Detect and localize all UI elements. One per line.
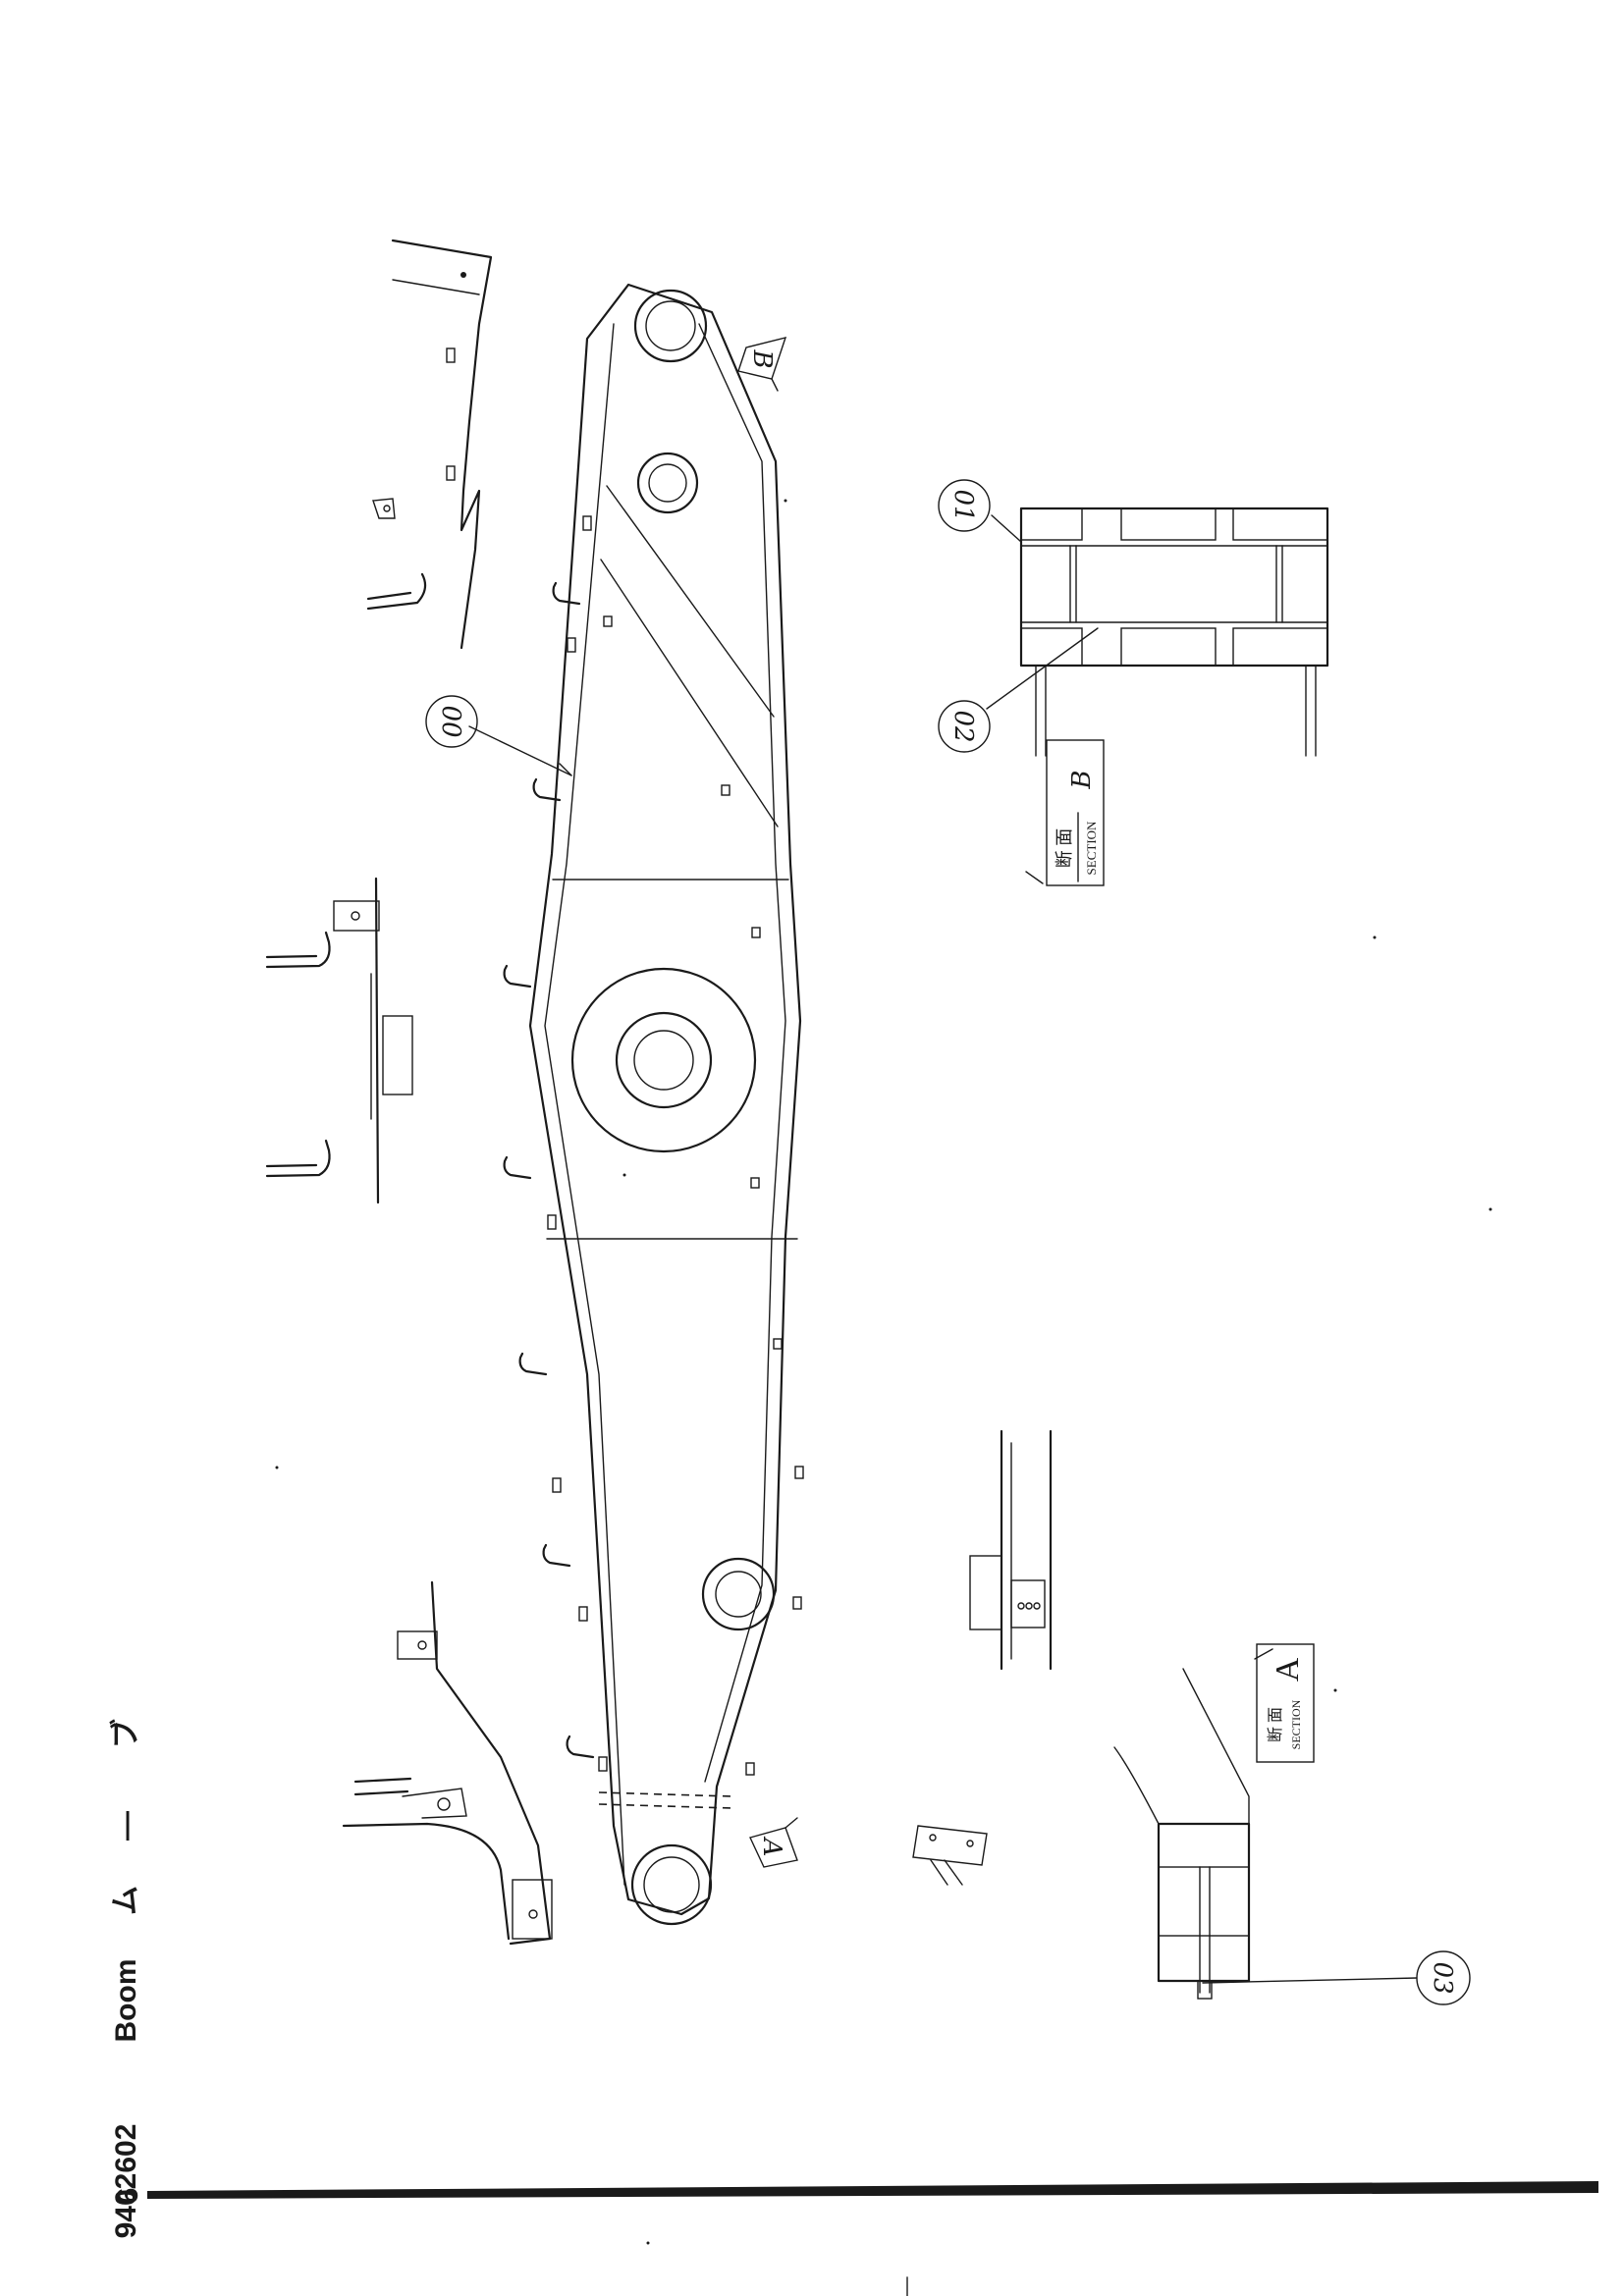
svg-text:SECTION: SECTION — [1084, 821, 1099, 876]
svg-text:03: 03 — [1428, 1961, 1457, 1994]
section-a-label: 断 面 SECTION A — [1256, 1643, 1315, 1763]
svg-text:B: B — [1067, 770, 1097, 789]
boom-outline — [528, 283, 802, 1916]
section-a-arrow — [1254, 1648, 1273, 1660]
view-marker-a: A — [749, 1817, 798, 1868]
brace-diagonal-2 — [600, 559, 779, 828]
callout-02: 02 — [938, 627, 1099, 753]
svg-text:01: 01 — [948, 489, 978, 521]
boom-pads — [547, 515, 804, 1776]
section-a-detail — [1113, 1668, 1251, 2000]
callout-03: 03 — [1202, 1950, 1471, 2005]
boom-main-view — [468, 283, 804, 1926]
boom-bottom-plate — [698, 323, 786, 1783]
partial-view-right — [969, 1429, 1053, 1671]
boom-top-pin — [633, 289, 708, 363]
svg-text:00: 00 — [436, 705, 465, 737]
section-b-detail — [1019, 507, 1329, 757]
scan-specks — [275, 499, 1492, 2245]
boom-foot-pin — [630, 1843, 713, 1926]
title-english: Boom — [110, 1959, 142, 2043]
brace-diagonal-1 — [606, 485, 775, 718]
leader-03 — [1202, 1977, 1418, 1984]
center-boss — [570, 967, 757, 1153]
page-number: 6 — [112, 2188, 144, 2205]
svg-text:A: A — [757, 1837, 786, 1857]
title-block: 9402602 Boom ム — ブ — [109, 1719, 142, 2238]
svg-text:断 面: 断 面 — [1055, 828, 1074, 869]
leader-00-arrow — [559, 763, 572, 776]
footer-rule — [147, 2181, 1598, 2199]
small-plate-detail — [912, 1825, 988, 1886]
dashed-band-1 — [598, 1791, 732, 1797]
boom-cylinder-boss — [701, 1557, 776, 1631]
svg-text:SECTION: SECTION — [1289, 1699, 1303, 1749]
svg-text:断 面: 断 面 — [1267, 1707, 1284, 1742]
partial-view-top — [366, 239, 493, 650]
view-marker-b: B — [737, 337, 787, 392]
pipe-clamps — [503, 581, 595, 1759]
callout-00: 00 — [425, 695, 478, 748]
drawing-number: 9402602 — [110, 2124, 142, 2239]
svg-text:02: 02 — [948, 710, 978, 742]
partial-view-middle — [265, 877, 413, 1204]
section-b-arrow — [1025, 871, 1044, 884]
leader-00 — [468, 725, 572, 776]
svg-text:A: A — [1270, 1657, 1306, 1682]
page-number-group: 6 — [112, 2188, 144, 2205]
leader-02 — [986, 627, 1099, 710]
title-kana-2: ム — [110, 1886, 142, 1915]
boom-top-plate — [544, 323, 625, 1886]
dashed-band-2 — [598, 1803, 732, 1809]
title-dash: — — [110, 1811, 142, 1841]
leader-01 — [991, 514, 1022, 543]
callout-01: 01 — [938, 479, 1022, 543]
arm-cylinder-boss — [636, 452, 699, 514]
section-b-label: 断 面 SECTION B — [1046, 739, 1105, 886]
partial-view-bottom — [342, 1580, 553, 1946]
title-kana-1: ブ — [109, 1719, 142, 1748]
svg-text:B: B — [747, 348, 777, 368]
